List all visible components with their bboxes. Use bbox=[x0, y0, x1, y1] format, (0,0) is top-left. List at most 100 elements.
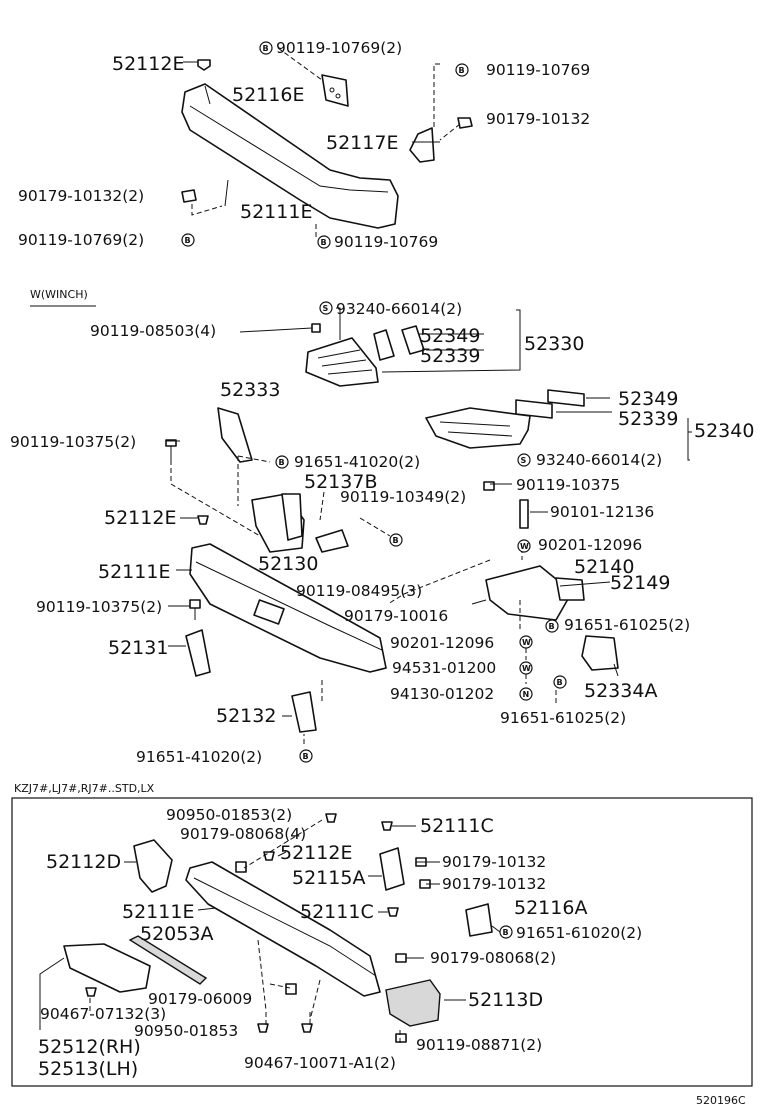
end-cap-52113d bbox=[385, 979, 441, 1027]
winch-labels: W(WINCH) 93240-66014(2) 90119-08503(4) 5… bbox=[10, 288, 754, 766]
svg-text:S: S bbox=[521, 456, 527, 465]
svg-text:W: W bbox=[520, 542, 529, 551]
label-90179-10132-b: 90179-10132 bbox=[442, 875, 546, 893]
marker-s: S bbox=[319, 301, 333, 315]
label-90950-01853: 90950-01853 bbox=[134, 1022, 238, 1040]
bracket-52333 bbox=[217, 407, 253, 463]
bracket-52140 bbox=[485, 565, 573, 621]
label-52149: 52149 bbox=[610, 572, 670, 594]
label-52339b: 52339 bbox=[618, 408, 678, 430]
label-52053a: 52053A bbox=[140, 923, 213, 945]
nut-90179-10132 bbox=[457, 117, 473, 129]
label-93240-66014-2b: 93240-66014(2) bbox=[536, 451, 662, 469]
marker-b: B bbox=[499, 925, 513, 939]
label-90467-10071-a1-2: 90467-10071-A1(2) bbox=[244, 1054, 396, 1072]
spacer-52339-a bbox=[373, 329, 395, 361]
label-90119-10375-2: 90119-10375(2) bbox=[10, 433, 136, 451]
svg-text:B: B bbox=[185, 236, 191, 245]
svg-text:B: B bbox=[303, 752, 309, 761]
bumper-bar-bottom bbox=[185, 861, 381, 997]
label-90201-12096b: 90201-12096 bbox=[390, 634, 494, 652]
figure-id: 520196C bbox=[696, 1094, 746, 1107]
label-52131: 52131 bbox=[108, 637, 168, 659]
svg-text:B: B bbox=[503, 928, 509, 937]
svg-text:B: B bbox=[263, 44, 269, 53]
bottom-group bbox=[11, 797, 753, 1087]
label-52115a: 52115A bbox=[292, 867, 365, 889]
marker-b: B bbox=[259, 41, 273, 55]
label-52111e-winch: 52111E bbox=[98, 561, 170, 583]
small-plate-52137 bbox=[315, 529, 349, 553]
bumper-bar-winch bbox=[189, 543, 387, 673]
label-52333: 52333 bbox=[220, 379, 280, 401]
heading-winch: W(WINCH) bbox=[30, 288, 88, 301]
svg-text:B: B bbox=[557, 678, 563, 687]
marker-w: W bbox=[517, 539, 531, 553]
label-90119-08871-2: 90119-08871(2) bbox=[416, 1036, 542, 1054]
bumper-bar-top bbox=[181, 83, 399, 229]
label-90119-10375-2b: 90119-10375(2) bbox=[36, 598, 162, 616]
label-91651-61025-2b: 91651-61025(2) bbox=[500, 709, 626, 727]
marker-w: W bbox=[519, 635, 533, 649]
trim-strip-52053a bbox=[128, 935, 208, 985]
marker-b: B bbox=[317, 235, 331, 249]
label-52111e: 52111E bbox=[240, 201, 312, 223]
label-94130-01202: 94130-01202 bbox=[390, 685, 494, 703]
label-52132: 52132 bbox=[216, 705, 276, 727]
label-90119-10769-2: 90119-10769(2) bbox=[276, 39, 402, 57]
label-52130: 52130 bbox=[258, 553, 318, 575]
label-90101-12136: 90101-12136 bbox=[550, 503, 654, 521]
bracket-52149 bbox=[555, 577, 585, 601]
heading-variant: KZJ7#,LJ7#,RJ7#..STD,LX bbox=[14, 782, 155, 795]
label-91651-61025-2a: 91651-61025(2) bbox=[564, 616, 690, 634]
bracket-52115a bbox=[379, 847, 405, 891]
label-52111e-bottom: 52111E bbox=[122, 901, 194, 923]
label-52330: 52330 bbox=[524, 333, 584, 355]
label-52334a: 52334A bbox=[584, 680, 657, 702]
label-91651-41020-2b: 91651-41020(2) bbox=[136, 748, 262, 766]
svg-text:B: B bbox=[279, 458, 285, 467]
label-52340: 52340 bbox=[694, 420, 754, 442]
label-52111c-b: 52111C bbox=[300, 901, 374, 923]
svg-text:B: B bbox=[549, 622, 555, 631]
bracket-52132 bbox=[291, 691, 317, 733]
label-90467-07132-3: 90467-07132(3) bbox=[40, 1005, 166, 1023]
bracket-52137b bbox=[281, 493, 303, 541]
marker-s: S bbox=[517, 453, 531, 467]
label-52112d: 52112D bbox=[46, 851, 121, 873]
bracket-52131 bbox=[185, 629, 211, 677]
spacer-52349-a bbox=[401, 325, 425, 355]
variant-frame bbox=[11, 797, 753, 1087]
winch-window bbox=[253, 599, 285, 625]
label-90119-10769b: 90119-10769 bbox=[334, 233, 438, 251]
svg-text:N: N bbox=[523, 690, 530, 699]
top-group bbox=[181, 47, 473, 240]
label-90119-10349-2: 90119-10349(2) bbox=[340, 488, 466, 506]
spacer-52349-b bbox=[547, 389, 585, 407]
label-90179-10016: 90179-10016 bbox=[344, 607, 448, 625]
splash-shield-52512 bbox=[63, 943, 151, 993]
marker-n: N bbox=[519, 687, 533, 701]
label-90179-08068-4: 90179-08068(4) bbox=[180, 825, 306, 843]
label-90179-10132-2: 90179-10132(2) bbox=[18, 187, 144, 205]
svg-text:W: W bbox=[522, 638, 531, 647]
label-52512rh: 52512(RH) bbox=[38, 1036, 141, 1058]
label-90119-08503-4: 90119-08503(4) bbox=[90, 322, 216, 340]
label-93240-66014-2a: 93240-66014(2) bbox=[336, 300, 462, 318]
marker-b: B bbox=[299, 749, 313, 763]
marker-b: B bbox=[389, 533, 403, 547]
label-90119-08495-3: 90119-08495(3) bbox=[296, 582, 422, 600]
svg-text:W: W bbox=[522, 664, 531, 673]
end-cap-52112d bbox=[133, 839, 173, 893]
marker-b: B bbox=[545, 619, 559, 633]
label-90201-12096a: 90201-12096 bbox=[538, 536, 642, 554]
marker-circles: B B B B S B S B W B W W N B B B bbox=[181, 41, 567, 939]
bottom-labels: KZJ7#,LJ7#,RJ7#..STD,LX 90950-01853(2) 5… bbox=[14, 782, 642, 1080]
marker-w: W bbox=[519, 661, 533, 675]
label-90119-10769: 90119-10769 bbox=[486, 61, 590, 79]
svg-text:B: B bbox=[321, 238, 327, 247]
winch-plate-52340 bbox=[425, 407, 531, 449]
label-52116a: 52116A bbox=[514, 897, 587, 919]
label-52112e: 52112E bbox=[112, 53, 184, 75]
